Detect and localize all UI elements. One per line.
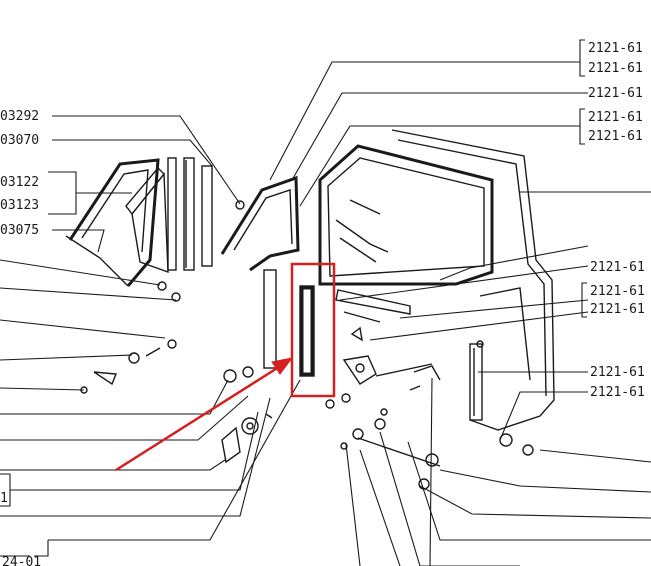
vertical-strips: [167, 157, 213, 271]
door-glass: [318, 144, 494, 286]
fasteners-left: [80, 200, 273, 464]
part-label-right-6: 2121-61: [590, 260, 645, 275]
right-guide: [469, 340, 484, 421]
part-label-right-2: 2121-61: [588, 61, 643, 76]
right-labels: 2121-61 2121-61 2121-61 2121-61 2121-61 …: [588, 41, 645, 400]
part-label-03075: 03075: [0, 223, 39, 238]
part-label-bottom-left: 24-01: [2, 555, 41, 566]
lower-guide-bar: [335, 289, 411, 323]
right-label-brackets: [579, 39, 587, 318]
window-regulator: [342, 326, 441, 490]
part-label-right-9: 2121-61: [590, 365, 645, 380]
part-label-right-5: 2121-61: [588, 129, 643, 144]
part-label-box-bottom: 1: [0, 491, 8, 506]
highlight-annotation: [115, 262, 336, 472]
fasteners-bottom: [325, 393, 534, 456]
leader-lines: [0, 61, 651, 566]
part-label-03070: 03070: [0, 133, 39, 148]
guide-channel: [220, 175, 300, 272]
part-label-right-8: 2121-61: [590, 302, 645, 317]
highlight-box: [290, 262, 336, 398]
part-label-right-4: 2121-61: [588, 110, 643, 125]
part-label-03122: 03122: [0, 175, 39, 190]
highlight-arrow-head: [271, 357, 294, 375]
part-label-right-10: 2121-61: [590, 385, 645, 400]
middle-rails: [263, 269, 315, 377]
part-label-03123: 03123: [0, 198, 39, 213]
left-labels: 03292 03070 03122 03123 03075 1 24-01: [0, 109, 41, 566]
door-shell: [391, 129, 555, 431]
part-label-right-7: 2121-61: [590, 284, 645, 299]
part-label-right-1: 2121-61: [588, 41, 643, 56]
vent-window-frame: [65, 158, 160, 287]
highlight-arrow-line: [115, 358, 291, 472]
part-label-03292: 03292: [0, 109, 39, 124]
part-label-right-3: 2121-61: [588, 86, 643, 101]
vent-glass: [125, 166, 169, 274]
